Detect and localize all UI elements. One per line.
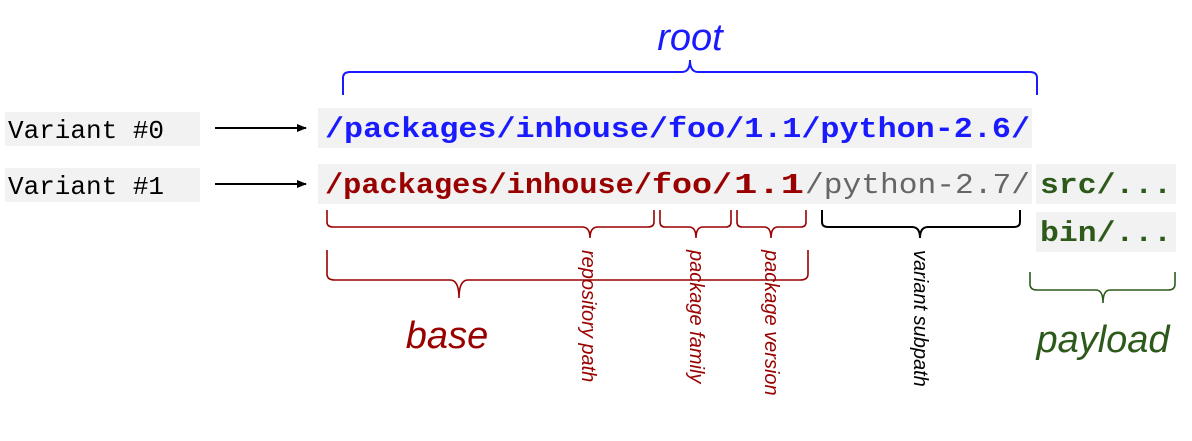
variant-1-path-version: 1.1 — [734, 169, 804, 202]
variant-1-path-family: foo/ — [652, 169, 732, 202]
variant-subpath-label: variant subpath — [909, 250, 931, 387]
base-label: base — [406, 315, 488, 357]
payload-src-bg — [1036, 164, 1176, 204]
variant-1-label: Variant #1 — [8, 172, 164, 202]
payload-bin-bg — [1036, 212, 1176, 252]
variant-1-path-repo: /packages/inhouse/ — [325, 169, 652, 202]
root-brace — [342, 59, 1038, 95]
variant-0-path-bg — [318, 108, 1032, 148]
root-label: root — [657, 17, 724, 59]
payload-label: payload — [1035, 319, 1171, 361]
base-brace — [326, 250, 809, 299]
variant-0-label-bg — [5, 112, 200, 146]
package-version-brace — [736, 210, 807, 239]
package-version-label: package version — [760, 249, 782, 396]
payload-src: src/... — [1040, 169, 1172, 202]
package-family-label: package family — [685, 249, 707, 384]
variant-0-label: Variant #0 — [8, 116, 164, 146]
variant-0-path: /packages/inhouse/foo/1.1/python-2.6/ — [325, 113, 1030, 146]
variant-subpath-brace — [821, 210, 1021, 239]
repository-path-label: repository path — [577, 250, 599, 382]
package-family-brace — [659, 210, 732, 239]
variant-1-label-bg — [5, 168, 200, 202]
payload-bin: bin/... — [1040, 217, 1172, 250]
payload-brace — [1029, 272, 1176, 304]
repository-path-brace — [326, 210, 655, 239]
variant-1-path-subpath: /python-2.7/ — [805, 169, 1030, 202]
variant-1-path-bg — [318, 164, 1032, 204]
